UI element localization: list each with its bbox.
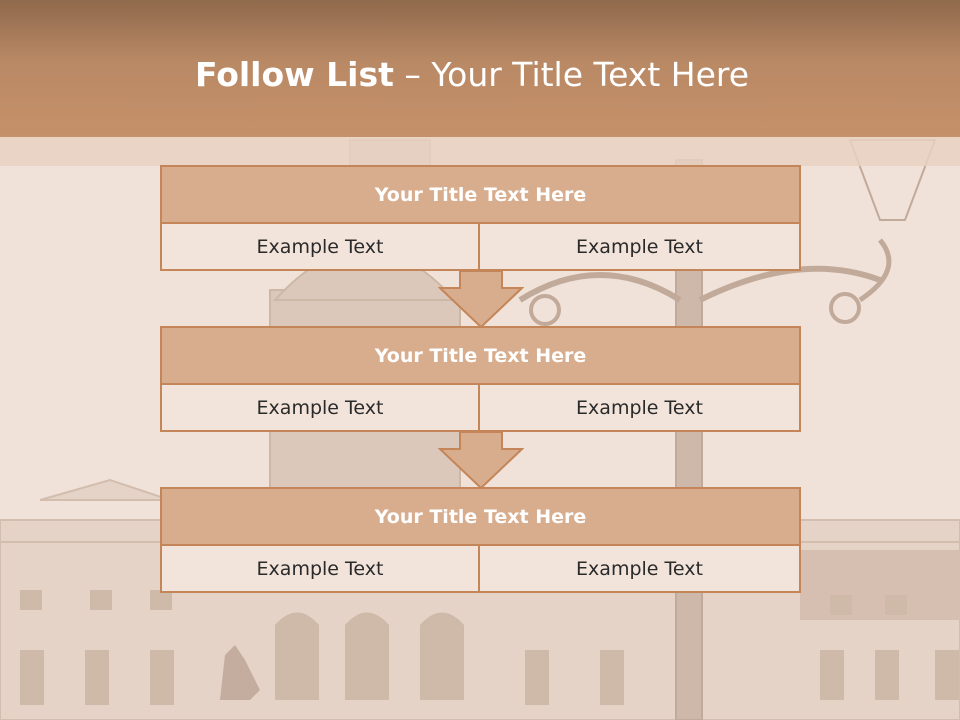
step-cell-left: Example Text — [162, 224, 480, 269]
title-banner-strip — [0, 137, 960, 166]
down-arrow-icon — [438, 270, 524, 328]
step-cell-right: Example Text — [480, 385, 799, 430]
title-banner — [0, 0, 960, 137]
step-cell-right: Example Text — [480, 224, 799, 269]
slide-title-bold: Follow List — [194, 55, 394, 94]
step-cell-left: Example Text — [162, 385, 480, 430]
step-box-3: Your Title Text Here Example Text Exampl… — [160, 487, 801, 593]
step-title: Your Title Text Here — [162, 328, 799, 385]
step-cell-left: Example Text — [162, 546, 480, 591]
down-arrow-icon — [438, 431, 524, 489]
step-title: Your Title Text Here — [162, 489, 799, 546]
step-box-2: Your Title Text Here Example Text Exampl… — [160, 326, 801, 432]
slide-title-rest: – Your Title Text Here — [393, 55, 750, 94]
slide-title: Follow List – Your Title Text Here — [0, 55, 944, 94]
step-cell-right: Example Text — [480, 546, 799, 591]
step-box-1: Your Title Text Here Example Text Exampl… — [160, 165, 801, 271]
step-title: Your Title Text Here — [162, 167, 799, 224]
